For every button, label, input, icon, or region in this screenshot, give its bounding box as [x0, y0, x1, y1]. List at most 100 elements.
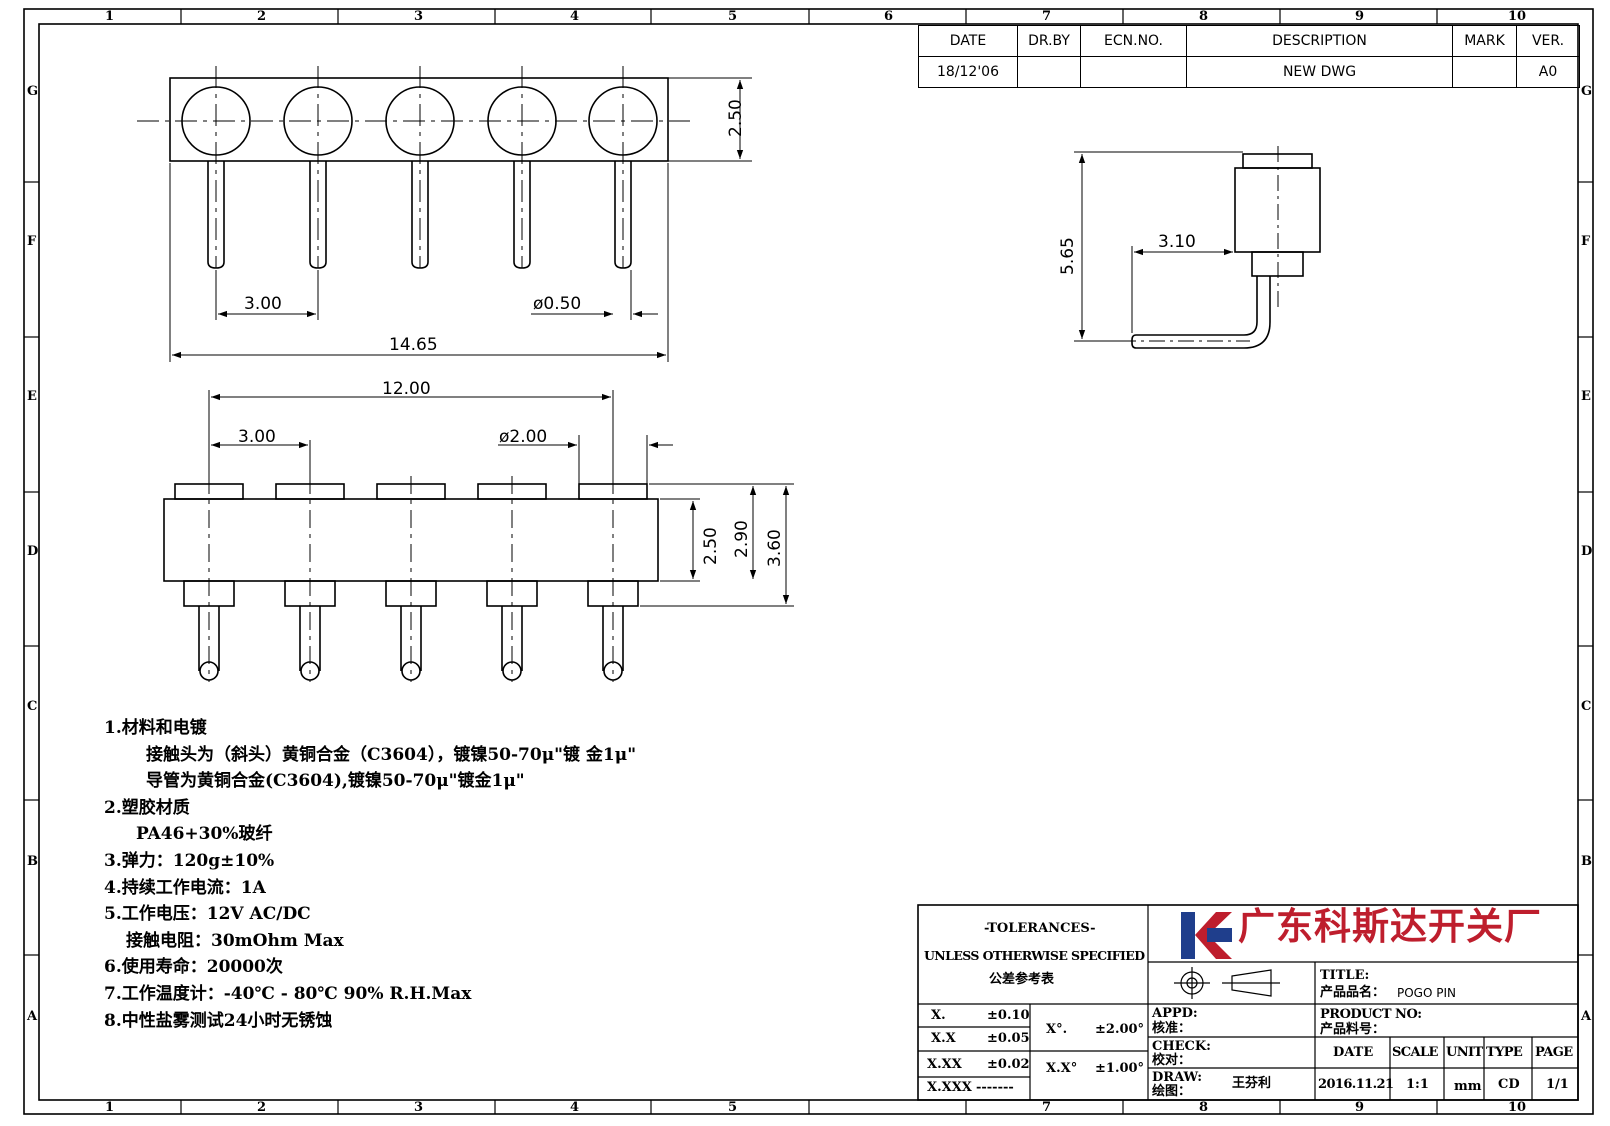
title-block-lines — [917, 904, 1579, 1101]
tol-label-xx: X.X — [931, 1031, 956, 1046]
product-name: POGO PIN — [1397, 986, 1456, 1000]
sheet-frame — [23, 8, 1594, 1115]
title-label: TITLE: — [1320, 968, 1370, 983]
rev-ver: A0 — [1516, 56, 1580, 88]
angle-value-2: ±1.00° — [1095, 1061, 1145, 1076]
tol-value-xx: ±0.05 — [987, 1031, 1030, 1046]
grid-row-a-right: A — [1581, 1009, 1592, 1024]
revision-row: 18/12'06 NEW DWG A0 — [918, 56, 1580, 88]
info-header-date: DATE — [1333, 1045, 1374, 1060]
grid-col-9: 9 — [1355, 9, 1365, 24]
dim-side-offset: 3.10 — [1158, 232, 1196, 252]
side-view — [1074, 146, 1321, 349]
note-line: 4.持续工作电流：1A — [104, 877, 266, 898]
grid-row-f-right: F — [1581, 234, 1591, 249]
check-label: CHECK: — [1152, 1039, 1211, 1054]
grid-row-c-right: C — [1581, 699, 1592, 714]
grid-row-a: A — [27, 1009, 38, 1024]
grid-col-8: 8 — [1199, 9, 1209, 24]
dim-front-h2: 2.90 — [732, 520, 752, 558]
info-type: CD — [1498, 1077, 1520, 1092]
grid-row-b-right: B — [1581, 854, 1592, 869]
tol-label-x: X. — [931, 1008, 946, 1023]
note-line: 2.塑胶材质 — [104, 797, 190, 818]
check-cn-label: 校对： — [1152, 1053, 1192, 1068]
dim-front-h1: 2.50 — [701, 527, 721, 565]
note-line: 6.使用寿命：20000次 — [104, 957, 283, 978]
grid-row-g: G — [27, 84, 39, 99]
angle-label-2: X.X° — [1046, 1061, 1078, 1076]
product-name-label: 产品品名： — [1320, 985, 1386, 1000]
tol-label-xxxx: X.XXX — [927, 1080, 972, 1095]
company-logo — [1181, 912, 1232, 959]
info-header-type: TYPE — [1486, 1045, 1523, 1060]
grid-col-7-bottom: 7 — [1042, 1100, 1052, 1115]
rev-header-ecn: ECN.NO. — [1080, 25, 1187, 57]
dim-front-span: 12.00 — [382, 379, 431, 399]
tolerances-title: -TOLERANCES- — [984, 921, 1096, 936]
rev-ecn — [1080, 56, 1187, 88]
info-page: 1/1 — [1546, 1077, 1569, 1092]
info-header-page: PAGE — [1535, 1045, 1573, 1060]
note-line: 3.弹力：120g±10% — [104, 850, 275, 871]
grid-col-3: 3 — [414, 9, 424, 24]
technical-notes: 1.材料和电镀 接触头为（斜头）黄铜合金（C3604），镀镍50-70μ"镀 金… — [104, 715, 636, 1034]
dim-front-head-dia: ø2.00 — [499, 427, 548, 447]
note-line: 导管为黄铜合金(C3604),镀镍50-70μ"镀金1μ" — [146, 771, 525, 792]
rev-header-drby: DR.BY — [1017, 25, 1081, 57]
angle-label-1: X°. — [1046, 1022, 1068, 1037]
info-header-unit: UNIT — [1446, 1045, 1483, 1060]
note-line: 7.工作温度计：-40℃ - 80℃ 90% R.H.Max — [104, 983, 472, 1004]
dim-front-pitch: 3.00 — [238, 427, 276, 447]
grid-row-g-right: G — [1581, 84, 1593, 99]
rev-header-description: DESCRIPTION — [1186, 25, 1453, 57]
dim-front-h3: 3.60 — [765, 529, 785, 567]
product-code-label: 产品料号： — [1320, 1022, 1386, 1037]
dim-top-pin-dia: ø0.50 — [533, 294, 582, 314]
angle-value-1: ±2.00° — [1095, 1022, 1145, 1037]
tol-value-xxx: ±0.02 — [987, 1057, 1030, 1072]
grid-row-d-right: D — [1581, 544, 1593, 559]
grid-col-7: 7 — [1042, 9, 1052, 24]
grid-col-3-bottom: 3 — [414, 1100, 424, 1115]
grid-col-2-bottom: 2 — [257, 1100, 267, 1115]
product-no-label: PRODUCT NO: — [1320, 1007, 1422, 1022]
grid-col-5-bottom: 5 — [728, 1100, 738, 1115]
info-header-scale: SCALE — [1392, 1045, 1438, 1060]
drawer-name: 王芬利 — [1232, 1076, 1272, 1091]
rev-date: 18/12'06 — [918, 56, 1018, 88]
dim-top-height: 2.50 — [726, 99, 746, 137]
tolerance-reference: 公差参考表 — [989, 972, 1055, 987]
dim-top-pitch: 3.00 — [244, 294, 282, 314]
rev-description: NEW DWG — [1186, 56, 1453, 88]
note-line: 接触头为（斜头）黄铜合金（C3604），镀镍50-70μ"镀 金1μ" — [146, 744, 637, 765]
rev-mark — [1452, 56, 1517, 88]
grid-row-d: D — [27, 544, 39, 559]
tol-label-xxx: X.XX — [927, 1057, 962, 1072]
tol-value-xxxx: ------- — [976, 1080, 1014, 1095]
company-name: 广东科斯达开关厂 — [1238, 905, 1542, 948]
note-line: 1.材料和电镀 — [104, 718, 207, 738]
note-line: 8.中性盐雾测试24小时无锈蚀 — [104, 1010, 333, 1031]
grid-col-9-bottom: 9 — [1355, 1100, 1365, 1115]
grid-row-f: F — [27, 234, 37, 249]
grid-col-2: 2 — [257, 9, 267, 24]
grid-col-10-bottom: 10 — [1508, 1100, 1527, 1115]
grid-col-8-bottom: 8 — [1199, 1100, 1209, 1115]
grid-row-c: C — [27, 699, 38, 714]
grid-col-4: 4 — [570, 9, 580, 24]
note-line: 5.工作电压：12V AC/DC — [104, 904, 311, 925]
info-date: 2016.11.21 — [1318, 1077, 1394, 1092]
grid-col-5: 5 — [728, 9, 738, 24]
rev-header-ver: VER. — [1516, 25, 1580, 57]
rev-header-date: DATE — [918, 25, 1018, 57]
revision-header-row: DATE DR.BY ECN.NO. DESCRIPTION MARK VER. — [918, 25, 1580, 57]
dim-top-length: 14.65 — [389, 335, 438, 355]
grid-row-e-right: E — [1581, 389, 1591, 404]
grid-col-4-bottom: 4 — [570, 1100, 580, 1115]
info-unit: mm — [1454, 1079, 1482, 1094]
note-line: PA46+30%玻纤 — [136, 824, 273, 845]
front-view — [163, 390, 794, 682]
